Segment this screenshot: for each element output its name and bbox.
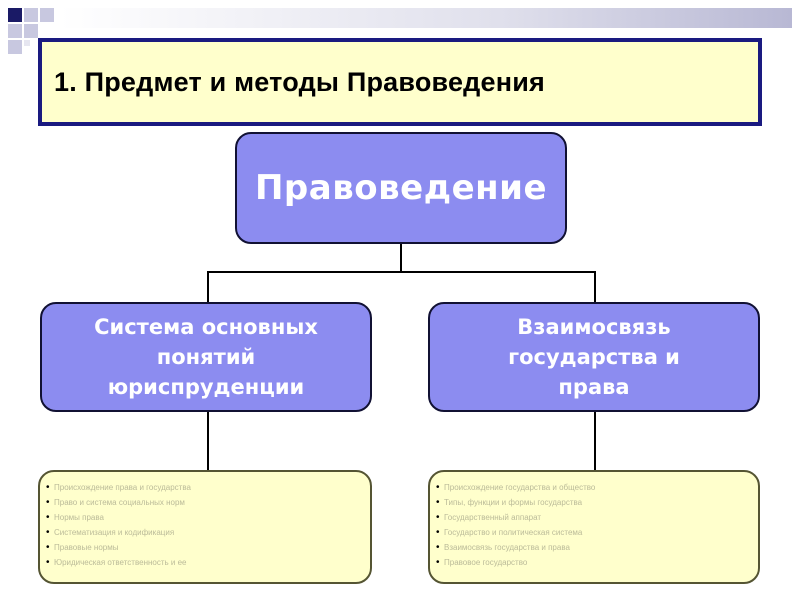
connector-left-down (207, 271, 209, 302)
branch-node-label: Взаимосвязь государства и права (508, 315, 680, 399)
deco-square (8, 8, 22, 22)
list-item: Правовое государство (436, 555, 750, 570)
deco-square (8, 40, 22, 54)
slide-title: 1. Предмет и методы Правоведения (54, 66, 545, 97)
list-item: Государственный аппарат (436, 510, 750, 525)
list-item: Систематизация и кодификация (46, 525, 362, 540)
title-box: 1. Предмет и методы Правоведения (38, 38, 762, 126)
list-item: Правовые нормы (46, 540, 362, 555)
list-item: Взаимосвязь государства и права (436, 540, 750, 555)
deco-square (24, 40, 30, 46)
branch-node-concepts: Система основных понятий юриспруденции (40, 302, 372, 412)
root-node-label: Правоведение (254, 168, 548, 208)
branch-node-state-law: Взаимосвязь государства и права (428, 302, 760, 412)
deco-square (8, 24, 22, 38)
deco-square (40, 8, 54, 22)
list-item: Юридическая ответственность и ее (46, 555, 362, 570)
list-item: Государство и политическая система (436, 525, 750, 540)
list-item: Право и система социальных норм (46, 495, 362, 510)
deco-square (24, 8, 38, 22)
connector-right-down (594, 271, 596, 302)
branch-node-label: Система основных понятий юриспруденции (94, 315, 318, 399)
connector-horizontal (207, 271, 595, 273)
header-gradient-bar (60, 8, 792, 28)
list-box-concepts: Происхождение права и государства Право … (38, 470, 372, 584)
list-item: Происхождение права и государства (46, 480, 362, 495)
list-item: Типы, функции и формы государства (436, 495, 750, 510)
connector-right-list (594, 412, 596, 470)
list-item: Происхождение государства и общество (436, 480, 750, 495)
deco-square (24, 24, 38, 38)
connector-left-list (207, 412, 209, 470)
connector-root-down (400, 244, 402, 272)
root-node: Правоведение (235, 132, 567, 244)
list-box-state-law: Происхождение государства и общество Тип… (428, 470, 760, 584)
list-item: Нормы права (46, 510, 362, 525)
